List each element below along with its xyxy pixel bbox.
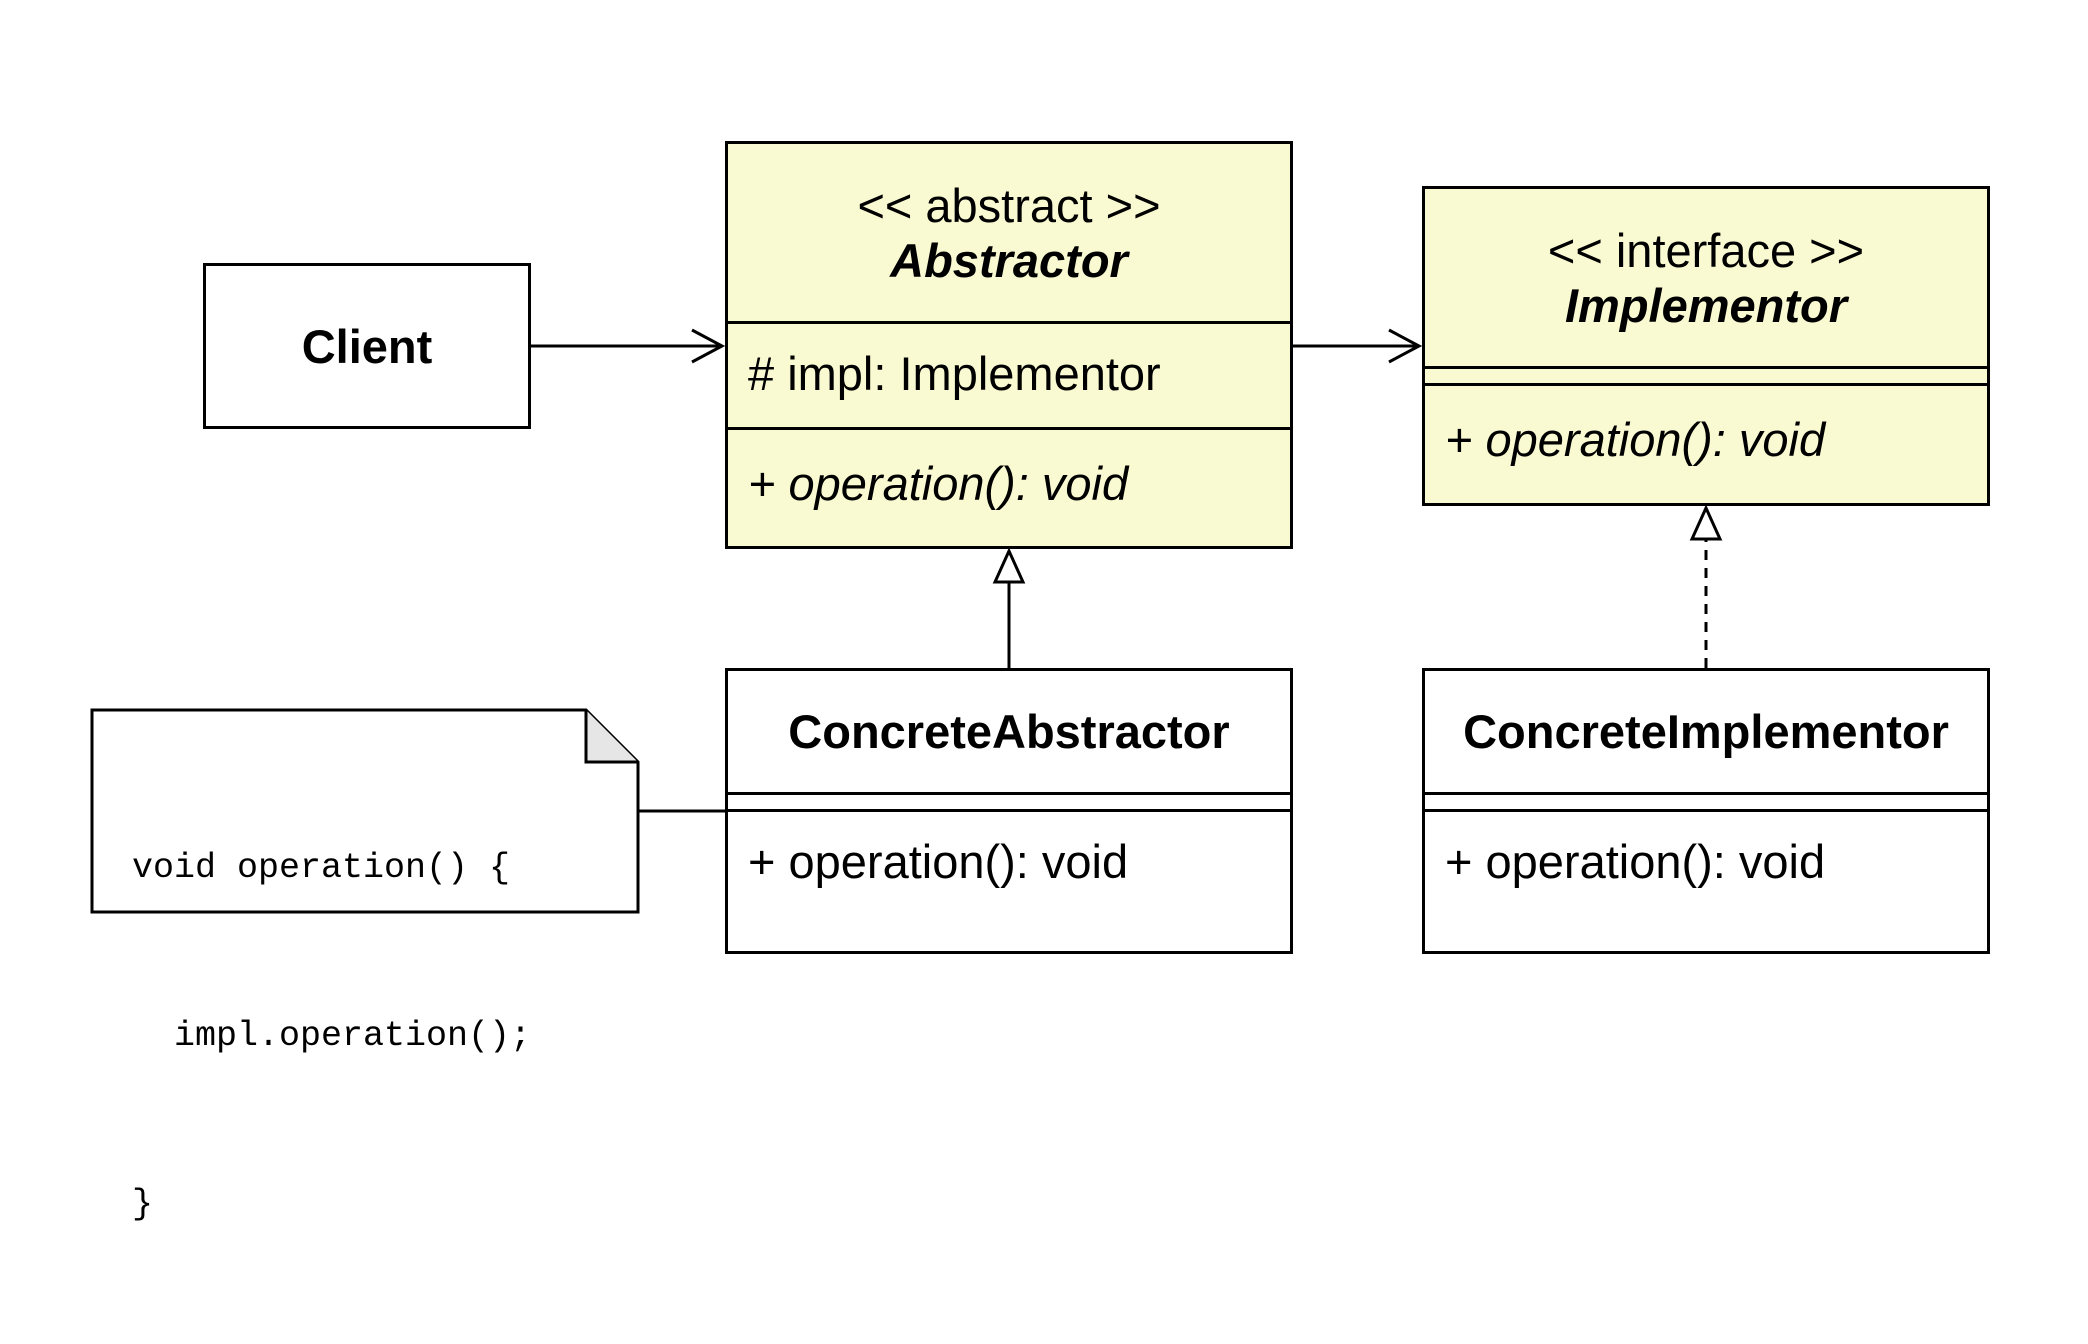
note: void operation() { impl.operation(); } [92, 710, 638, 1224]
client-class: Client [203, 263, 531, 429]
implementor-class: << interface >> Implementor + operation(… [1422, 186, 1990, 506]
concrete-abstractor-operation: + operation(): void [748, 835, 1129, 888]
note-line: } [132, 1184, 154, 1224]
abstractor-class: << abstract >> Abstractor # impl: Implem… [725, 141, 1293, 549]
concrete-abstractor-class: ConcreteAbstractor + operation(): void [725, 668, 1293, 954]
abstractor-class-name: Abstractor [890, 233, 1128, 287]
concrete-implementor-class: ConcreteImplementor + operation(): void [1422, 668, 1990, 954]
abstractor-stereotype: << abstract >> [857, 178, 1161, 232]
concrete-abstractor-attributes [728, 795, 1290, 812]
implementor-attributes [1425, 369, 1987, 386]
note-line: impl.operation(); [132, 1016, 532, 1056]
implementor-stereotype: << interface >> [1547, 223, 1865, 277]
concrete-abstractor-operations: + operation(): void [728, 812, 1290, 951]
client-class-name: Client [301, 319, 433, 373]
concrete-implementor-class-name: ConcreteImplementor [1463, 705, 1949, 758]
implementor-operation: + operation(): void [1445, 413, 1826, 466]
abstractor-operations: + operation(): void [728, 430, 1290, 546]
association-arrowhead-icon [1388, 328, 1423, 364]
generalization-arrowhead-icon [992, 547, 1026, 584]
concrete-implementor-operations: + operation(): void [1425, 812, 1987, 951]
abstractor-attribute: # impl: Implementor [748, 347, 1161, 400]
abstractor-attributes: # impl: Implementor [728, 324, 1290, 430]
concrete-implementor-attributes [1425, 795, 1987, 812]
client-header: Client [206, 266, 528, 426]
concrete-abstractor-header: ConcreteAbstractor [728, 671, 1290, 795]
realization-arrowhead-icon [1689, 504, 1723, 541]
uml-class-diagram: Client << abstract >> Abstractor # impl:… [90, 141, 1990, 1224]
concrete-implementor-header: ConcreteImplementor [1425, 671, 1987, 795]
implementor-operations: + operation(): void [1425, 386, 1987, 503]
note-code: void operation() { impl.operation(); } [132, 728, 531, 1344]
abstractor-operation: + operation(): void [748, 457, 1129, 510]
implementor-class-name: Implementor [1564, 278, 1848, 332]
association-arrowhead-icon [691, 328, 726, 364]
note-line: void operation() { [132, 848, 511, 888]
concrete-implementor-operation: + operation(): void [1445, 835, 1826, 888]
implementor-header: << interface >> Implementor [1425, 189, 1987, 369]
abstractor-header: << abstract >> Abstractor [728, 144, 1290, 324]
concrete-abstractor-class-name: ConcreteAbstractor [788, 705, 1230, 758]
